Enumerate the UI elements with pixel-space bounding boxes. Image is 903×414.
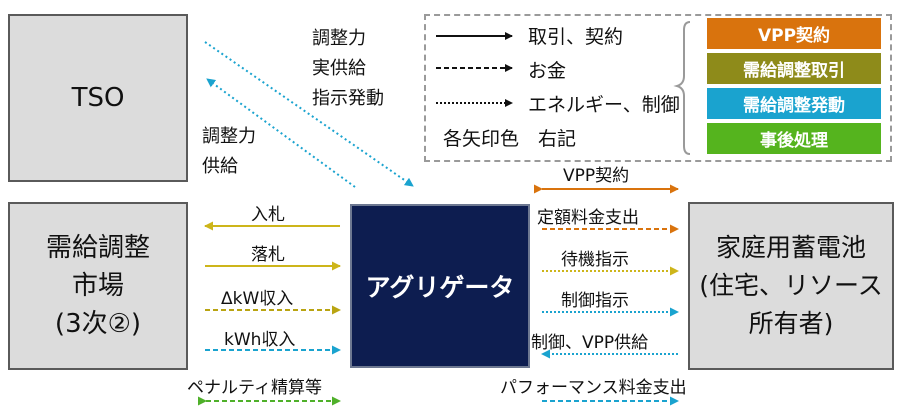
badge-vpp-contract: VPP契約 xyxy=(707,18,881,49)
market-box: 需給調整 市場 (3次②) xyxy=(8,202,188,370)
flow-label-control-vpp: 制御、VPP供給 xyxy=(531,333,649,353)
legend-frame xyxy=(424,14,892,162)
badge-balancing-trade: 需給調整取引 xyxy=(707,53,881,84)
aggregator-box: アグリゲータ xyxy=(350,204,530,368)
legend-dotted-label: エネルギー、制御 xyxy=(528,94,680,116)
badge-post-processing-label: 事後処理 xyxy=(760,131,828,151)
battery-label-line3: 所有者) xyxy=(748,309,834,338)
flow-label-fixed-fee: 定額料金支出 xyxy=(537,208,639,228)
battery-label-line2: (住宅、リソース xyxy=(699,271,883,300)
tso-label: TSO xyxy=(71,83,125,113)
market-label-line3: (3次②) xyxy=(54,309,142,339)
flow-label-penalty: ペナルティ精算等 xyxy=(187,378,322,398)
badge-post-processing: 事後処理 xyxy=(707,123,881,154)
aggregator-label: アグリゲータ xyxy=(365,273,515,302)
tso-up-label-1: 調整力 xyxy=(202,126,256,147)
market-label-line2: 市場 xyxy=(71,271,124,301)
tso-down-label-2: 実供給 xyxy=(312,58,366,79)
flow-label-kwh: kWh収入 xyxy=(224,330,296,350)
tso-down-label-3: 指示発動 xyxy=(312,88,384,109)
flow-label-vpp-contract: VPP契約 xyxy=(563,166,630,186)
legend-note: 各矢印色 右記 xyxy=(443,128,577,150)
badge-vpp-contract-label: VPP契約 xyxy=(757,26,831,46)
flow-label-dkw: ΔkW収入 xyxy=(221,289,294,309)
badge-balancing-dispatch-label: 需給調整発動 xyxy=(743,96,845,116)
tso-up-label-2: 供給 xyxy=(202,156,238,177)
flow-label-award: 落札 xyxy=(251,245,285,265)
badge-balancing-trade-label: 需給調整取引 xyxy=(743,61,845,81)
legend-dashed-label: お金 xyxy=(528,60,567,82)
tso-down-label-1: 調整力 xyxy=(312,28,366,49)
flow-label-control: 制御指示 xyxy=(561,291,629,311)
tso-box: TSO xyxy=(8,14,188,182)
badge-balancing-dispatch: 需給調整発動 xyxy=(707,88,881,119)
market-label-line1: 需給調整 xyxy=(45,233,150,263)
flow-label-bid: 入札 xyxy=(251,205,285,225)
flow-label-standby: 待機指示 xyxy=(561,250,629,270)
legend-brace xyxy=(673,21,691,155)
aggregator-to-tso-arrow xyxy=(206,78,356,188)
tso-to-aggregator-arrow xyxy=(204,41,414,187)
battery-label-line1: 家庭用蓄電池 xyxy=(715,233,866,262)
flow-label-performance-fee: パフォーマンス料金支出 xyxy=(500,378,687,398)
battery-box: 家庭用蓄電池 (住宅、リソース 所有者) xyxy=(688,202,894,370)
legend-solid-label: 取引、契約 xyxy=(528,26,624,48)
